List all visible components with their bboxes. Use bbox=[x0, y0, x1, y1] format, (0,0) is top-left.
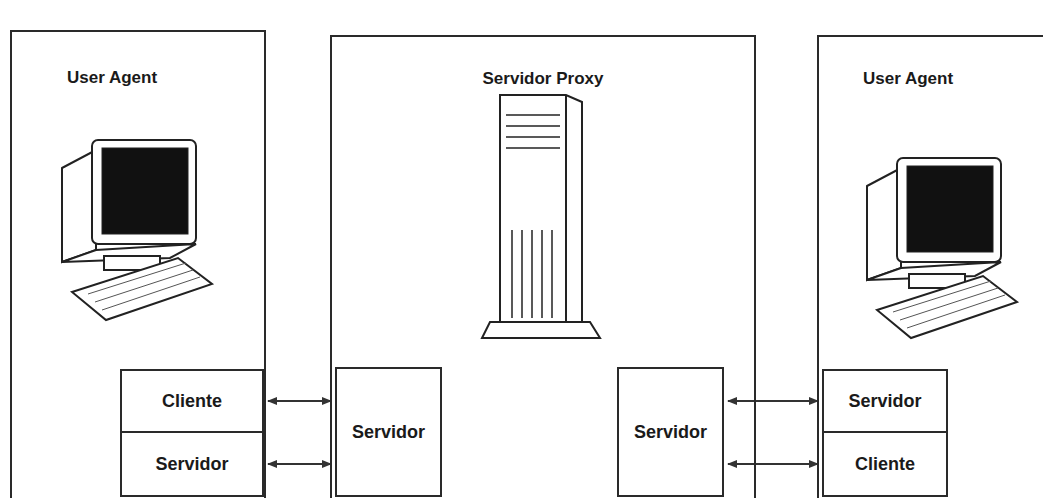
box-label: Servidor bbox=[848, 391, 921, 412]
double-arrow bbox=[728, 400, 818, 402]
component-box: Servidor bbox=[617, 367, 724, 497]
server-tower bbox=[482, 95, 600, 338]
component-box: Cliente bbox=[822, 431, 948, 497]
system-box: User AgentClienteServidor bbox=[10, 30, 266, 498]
computer-icon bbox=[867, 158, 1017, 338]
component-box: Servidor bbox=[335, 367, 442, 497]
box-heading: User Agent bbox=[67, 68, 157, 88]
box-heading: Servidor Proxy bbox=[483, 69, 604, 89]
system-box: Servidor ProxyServidor Servidor bbox=[330, 35, 756, 498]
double-arrow bbox=[728, 463, 818, 465]
component-box: Servidor bbox=[120, 431, 264, 497]
component-box: Servidor bbox=[822, 369, 948, 433]
box-heading: User Agent bbox=[863, 69, 953, 89]
box-label: Servidor bbox=[634, 422, 707, 443]
box-label: Servidor bbox=[352, 422, 425, 443]
double-arrow bbox=[268, 463, 331, 465]
box-label: Cliente bbox=[855, 454, 915, 475]
box-label: Cliente bbox=[162, 391, 222, 412]
double-arrow bbox=[268, 400, 331, 402]
component-box: Cliente bbox=[120, 369, 264, 433]
system-box: User AgentServidorCliente bbox=[817, 35, 1043, 498]
box-label: Servidor bbox=[155, 454, 228, 475]
computer-icon bbox=[62, 140, 212, 320]
